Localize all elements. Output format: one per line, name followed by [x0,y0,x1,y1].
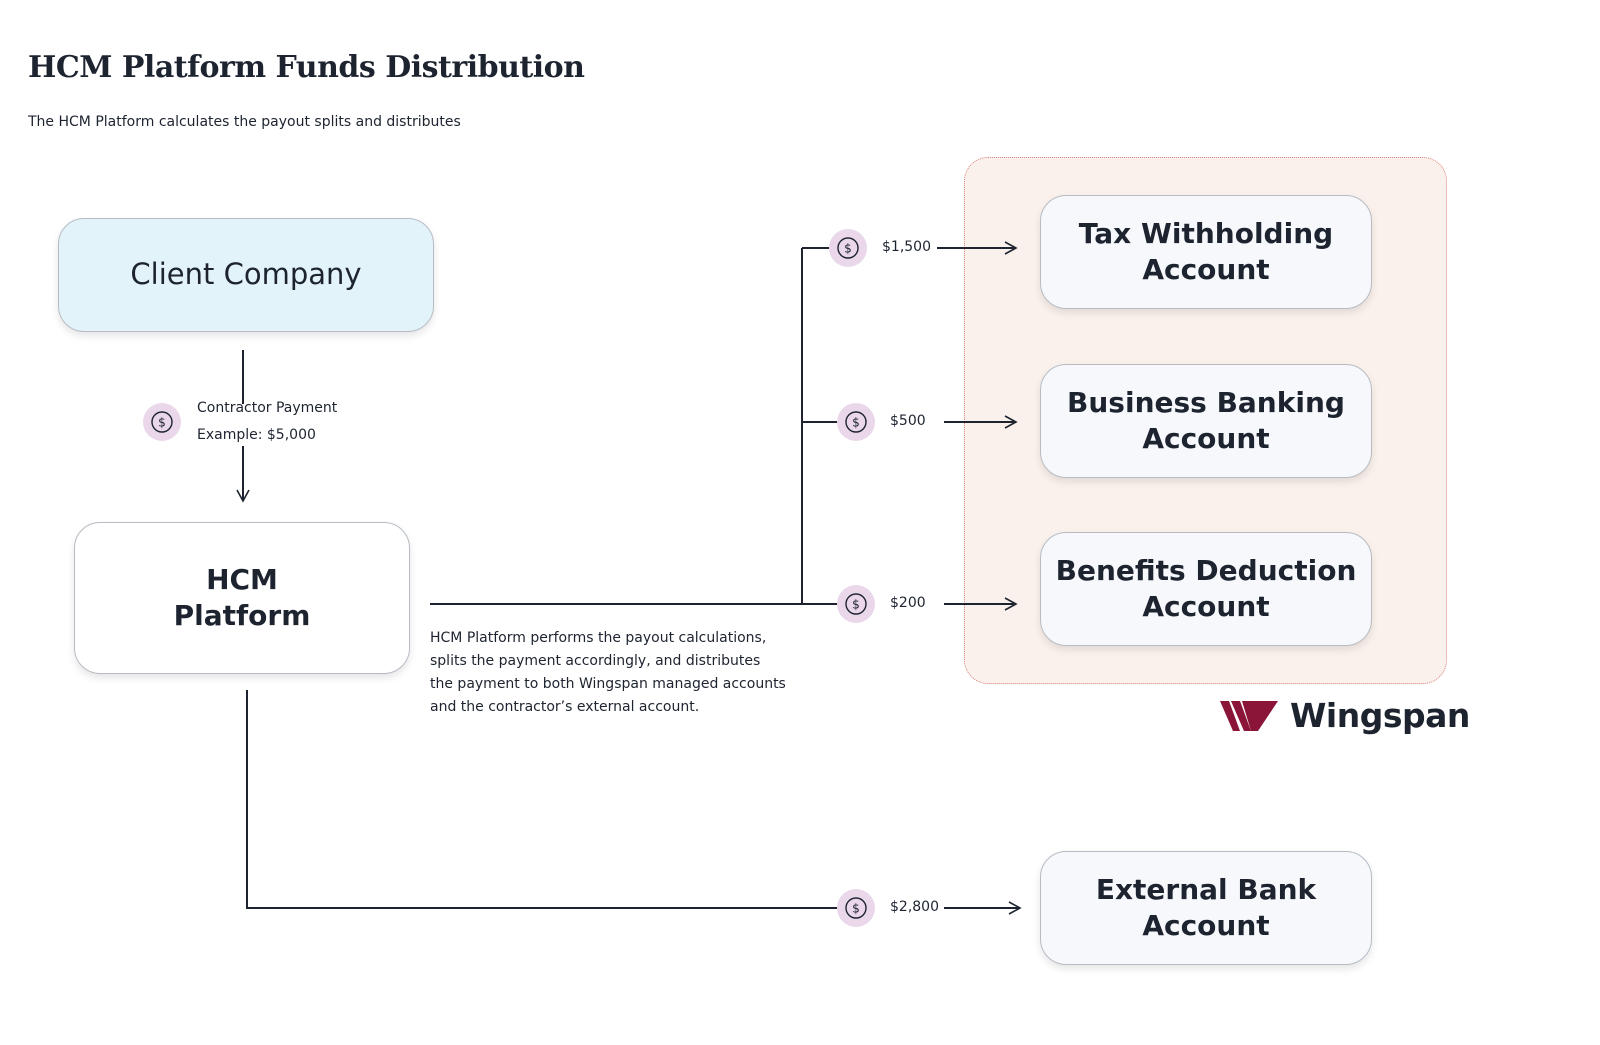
page-title: HCM Platform Funds Distribution [28,50,585,85]
hcm-description-line3: the payment to both Wingspan managed acc… [430,676,786,692]
dollar-coin-icon: $ [837,585,875,623]
hcm-platform-label-line1: HCM [206,562,278,596]
hcm-description-line2: splits the payment accordingly, and dist… [430,653,761,669]
hcm-description: HCM Platform performs the payout calcula… [430,627,786,719]
business-account-label-line1: Business Banking [1067,385,1345,419]
svg-text:$: $ [844,242,852,256]
tax-amount-label: $1,500 [882,239,931,255]
hcm-platform-label-line2: Platform [173,599,311,632]
contractor-payment-example: Example: $5,000 [197,427,316,443]
dollar-coin-icon: $ [143,403,181,441]
tax-account-label-line1: Tax Withholding [1078,216,1334,250]
page-subtitle: The HCM Platform calculates the payout s… [28,114,461,130]
wingspan-wordmark: Wingspan [1290,696,1470,735]
external-bank-account-node: External Bank Account [1040,851,1372,965]
svg-text:$: $ [158,416,166,430]
benefits-amount-label: $200 [890,595,926,611]
hcm-platform-node: HCM Platform [74,522,410,674]
svg-text:$: $ [852,902,860,916]
tax-withholding-account-node: Tax Withholding Account [1040,195,1372,309]
business-account-label-line2: Account [1142,422,1270,455]
client-company-node: Client Company [58,218,434,332]
tax-account-label-line2: Account [1142,253,1270,286]
external-account-label-line2: Account [1142,909,1270,942]
dollar-coin-icon: $ [829,229,867,267]
benefits-account-label-line1: Benefits Deduction [1055,553,1357,587]
hcm-to-external-line [246,690,838,909]
external-account-label-line1: External Bank [1095,872,1317,906]
business-amount-label: $500 [890,413,926,429]
svg-text:$: $ [852,416,860,430]
dollar-coin-icon: $ [837,403,875,441]
contractor-payment-title: Contractor Payment [197,400,338,416]
business-banking-account-node: Business Banking Account [1040,364,1372,478]
client-company-label: Client Company [130,257,362,292]
external-amount-label: $2,800 [890,899,939,915]
wingspan-brand: Wingspan [1220,696,1470,735]
benefits-account-label-line2: Account [1142,590,1270,623]
wingspan-logo-icon [1220,700,1278,731]
dollar-coin-icon: $ [837,889,875,927]
svg-text:$: $ [852,598,860,612]
hcm-description-line4: and the contractor’s external account. [430,699,700,715]
contractor-payment-label: Contractor Payment Example: $5,000 [197,395,337,449]
benefits-deduction-account-node: Benefits Deduction Account [1040,532,1372,646]
hcm-description-line1: HCM Platform performs the payout calcula… [430,630,767,646]
